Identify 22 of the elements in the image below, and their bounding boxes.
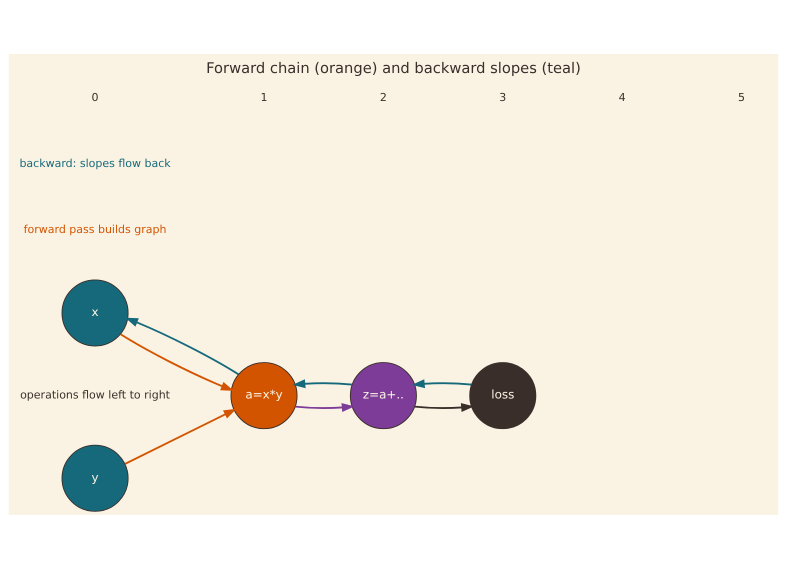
label: 0 <box>92 90 99 104</box>
label: operations flow left to right <box>20 388 170 402</box>
arrow <box>414 403 474 412</box>
label: 1 <box>260 90 268 104</box>
label: 2 <box>380 90 387 104</box>
label: 5 <box>738 90 746 104</box>
arrow <box>412 379 472 388</box>
arrow <box>125 318 239 376</box>
node-circle: z=a+.. <box>350 362 417 430</box>
arrow <box>292 379 352 388</box>
node-circle: a=x*y <box>230 362 298 430</box>
arrow <box>120 333 234 391</box>
node-circle: x <box>62 279 129 346</box>
label: 3 <box>499 90 506 104</box>
node-circle: loss <box>469 362 536 430</box>
arrow <box>124 408 237 465</box>
label: 4 <box>618 90 626 104</box>
label: forward pass builds graph <box>24 223 166 236</box>
arrow <box>295 403 355 412</box>
node-circle: y <box>62 444 129 512</box>
diagram-title: Forward chain (orange) and backward slopes (teal) <box>206 60 581 78</box>
label: backward: slopes flow back <box>19 157 171 170</box>
